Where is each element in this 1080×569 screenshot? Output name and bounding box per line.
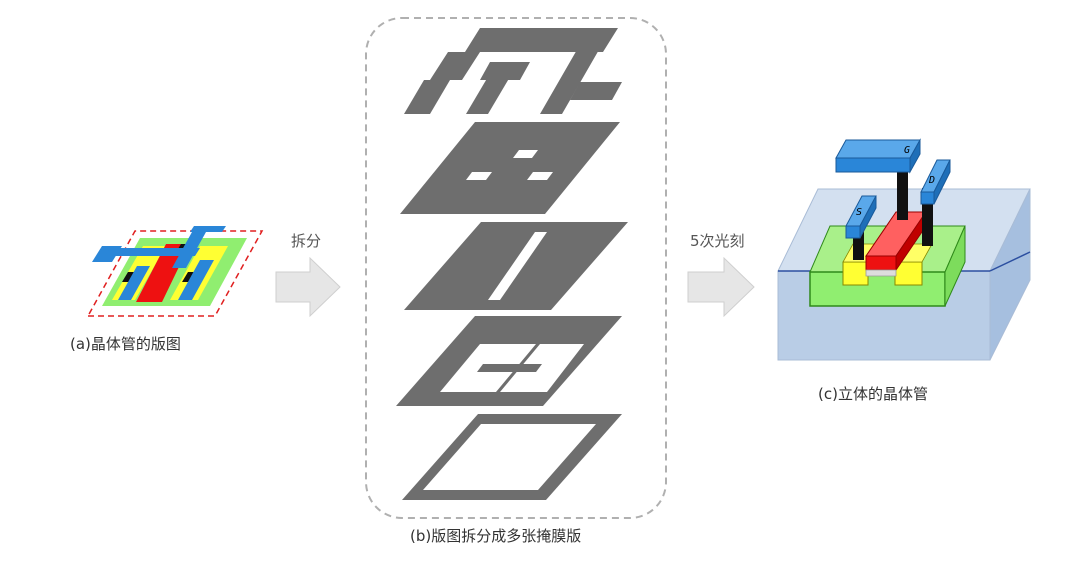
masks-frame bbox=[365, 17, 667, 519]
source-contact bbox=[853, 218, 864, 260]
substrate-side bbox=[989, 188, 1031, 361]
layout-metal bbox=[105, 248, 200, 256]
drain-metal: D bbox=[920, 159, 951, 205]
mask-diffusion bbox=[396, 316, 622, 406]
masks-group bbox=[365, 17, 667, 519]
layout-caption: (a)晶体管的版图 bbox=[70, 335, 181, 353]
gate-contact bbox=[897, 170, 908, 220]
mask-contacts bbox=[400, 122, 620, 214]
layout-metal bbox=[118, 266, 150, 300]
gate-label: G bbox=[904, 145, 910, 156]
well-front bbox=[809, 271, 946, 307]
split-arrow-label: 拆分 bbox=[291, 232, 322, 250]
source-region bbox=[842, 261, 869, 286]
litho-arrow bbox=[687, 256, 755, 318]
litho-arrow-label: 5次光刻 bbox=[690, 232, 745, 250]
device-3d: G D S bbox=[777, 138, 1031, 361]
mask-metal bbox=[404, 28, 622, 114]
layout-gate bbox=[136, 244, 190, 302]
layout-metal bbox=[178, 260, 214, 300]
drain-label: D bbox=[928, 175, 935, 186]
source-label: S bbox=[856, 207, 862, 218]
masks-caption: (b)版图拆分成多张掩膜版 bbox=[410, 527, 582, 545]
well-side bbox=[944, 225, 966, 307]
transistor-layout bbox=[86, 226, 264, 317]
gate-metal: G bbox=[835, 138, 921, 174]
mask-active bbox=[402, 414, 622, 500]
mask-gate bbox=[404, 222, 628, 310]
layout-metal bbox=[190, 226, 226, 232]
device-caption: (c)立体的晶体管 bbox=[818, 385, 928, 403]
drain-contact bbox=[922, 188, 933, 246]
source-metal: S bbox=[845, 195, 877, 239]
layout-boundary bbox=[86, 230, 264, 317]
gate-block-front bbox=[865, 255, 897, 271]
layout-metal bbox=[172, 232, 206, 268]
split-arrow bbox=[275, 256, 341, 318]
